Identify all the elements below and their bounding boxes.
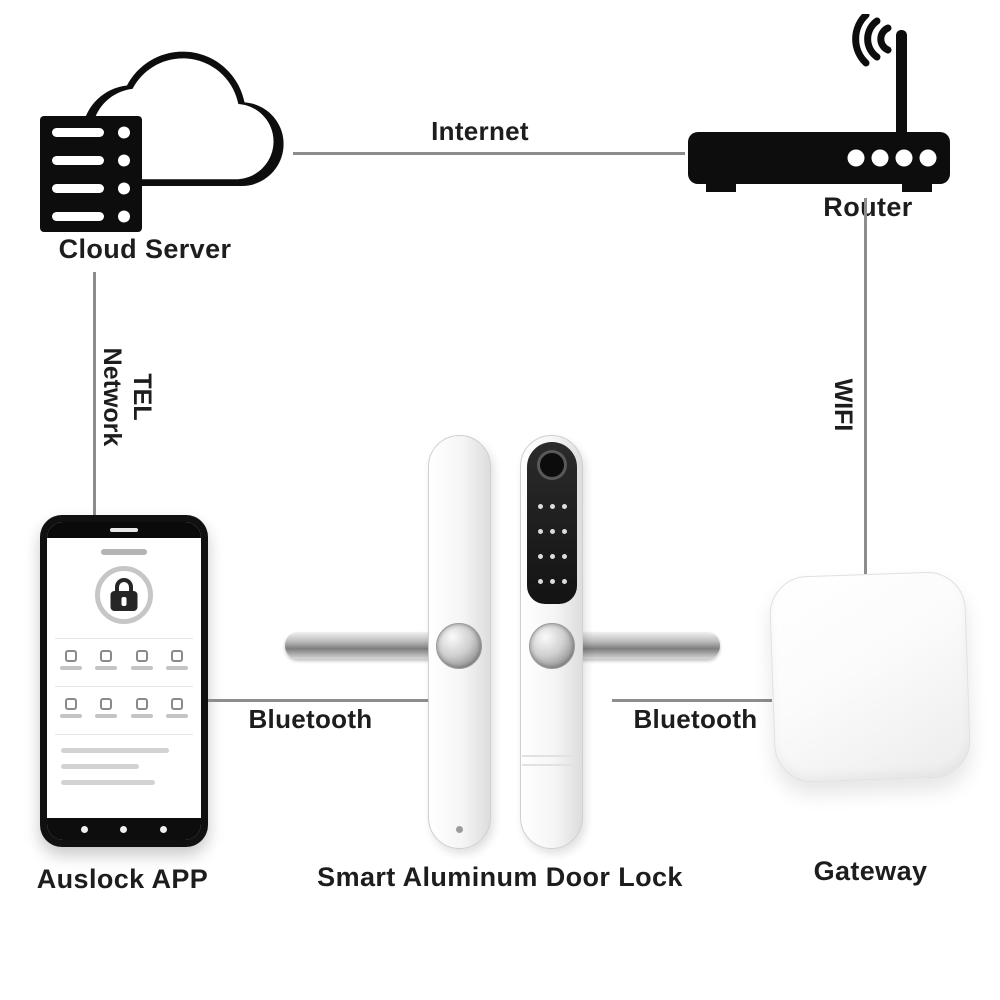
padlock-keyhole — [121, 597, 127, 606]
server-rack-icon — [40, 116, 142, 232]
app-menu-item — [57, 698, 85, 718]
door-lock-node — [280, 430, 720, 855]
router-foot-left — [706, 182, 736, 192]
keypad-dot — [549, 529, 555, 534]
lock-cylinder-left — [436, 623, 482, 669]
app-menu-item — [128, 650, 156, 670]
nav-icon — [81, 825, 89, 833]
keypad-dot — [549, 579, 555, 584]
app-menu-item — [57, 650, 85, 670]
menu-item-caption — [130, 666, 153, 670]
menu-item-caption — [60, 714, 82, 718]
keypad-dot — [561, 504, 567, 509]
router-antenna — [896, 30, 907, 140]
router-label: Router — [823, 192, 913, 222]
phone-status-bar — [47, 522, 201, 538]
app-title-placeholder — [101, 549, 147, 555]
list-row-placeholder — [61, 780, 155, 785]
menu-item-icon — [135, 698, 148, 710]
gateway-device — [768, 570, 972, 784]
menu-item-icon — [100, 698, 113, 710]
tel-network-label: TEL Network — [97, 332, 157, 462]
app-menu-item — [92, 698, 120, 718]
list-row-placeholder — [61, 748, 169, 753]
router-icon — [688, 11, 950, 192]
app-menu-item — [163, 650, 191, 670]
nav-icon — [120, 825, 128, 833]
keypad-dot — [537, 504, 543, 509]
status-time-placeholder — [110, 528, 138, 532]
keypad-dot — [561, 529, 567, 534]
tel-network-label-line1: TEL — [128, 373, 156, 421]
bluetooth-label-app-lock: Bluetooth — [248, 704, 373, 734]
menu-item-icon — [170, 698, 183, 710]
keypad-dot — [537, 529, 543, 534]
menu-item-caption — [60, 666, 82, 670]
bluetooth-line-app-lock — [208, 699, 430, 702]
cloud-server-icon — [40, 51, 284, 232]
internet-label: Internet — [431, 116, 529, 146]
bluetooth-line-lock-gateway — [612, 699, 772, 702]
app-menu-item — [92, 650, 120, 670]
nav-icon — [159, 825, 167, 833]
menu-item-icon — [170, 650, 183, 662]
door-lock-label: Smart Aluminum Door Lock — [317, 862, 683, 892]
phone-screen — [47, 522, 201, 840]
bluetooth-label-lock-gateway: Bluetooth — [633, 704, 758, 734]
app-lock-icon — [95, 566, 153, 624]
padlock-shackle — [115, 578, 133, 593]
gateway-label: Gateway — [813, 856, 928, 886]
screw-hole — [456, 826, 463, 833]
fingerprint-reader-icon — [537, 450, 567, 480]
keypad-dots — [534, 494, 570, 594]
menu-item-caption — [165, 666, 188, 670]
keypad-dot — [561, 579, 567, 584]
router-body — [688, 132, 950, 184]
keypad-dot — [549, 504, 555, 509]
list-row-placeholder — [61, 764, 139, 769]
auslock-app-node — [40, 515, 208, 847]
auslock-app-label: Auslock APP — [36, 864, 209, 894]
menu-item-caption — [95, 666, 118, 670]
router-led-dots — [847, 149, 937, 167]
router-node — [688, 11, 956, 194]
internet-line — [293, 152, 685, 155]
app-menu-row — [57, 650, 191, 670]
plate-seam — [522, 755, 581, 757]
screen-divider — [55, 686, 193, 687]
menu-item-icon — [65, 698, 77, 710]
screen-divider — [55, 638, 193, 639]
app-menu-item — [128, 698, 156, 718]
tel-network-label-line2: Network — [98, 347, 126, 447]
lock-keypad-panel — [527, 442, 577, 604]
menu-item-icon — [65, 650, 77, 662]
wifi-waves-icon — [852, 11, 892, 67]
plate-seam — [522, 764, 581, 766]
wifi-line — [864, 198, 867, 574]
menu-item-caption — [95, 714, 118, 718]
router-foot-right — [902, 182, 932, 192]
keypad-dot — [549, 554, 555, 559]
menu-item-caption — [165, 714, 188, 718]
menu-item-icon — [100, 650, 113, 662]
app-menu-row — [57, 698, 191, 718]
tel-network-line — [93, 272, 96, 515]
keypad-dot — [561, 554, 567, 559]
menu-item-caption — [130, 714, 153, 718]
screen-divider — [55, 734, 193, 735]
keypad-dot — [537, 554, 543, 559]
keypad-dot — [537, 579, 543, 584]
wifi-label: WIFI — [829, 378, 857, 432]
app-menu-item — [163, 698, 191, 718]
phone-nav-bar — [47, 818, 201, 840]
cloud-server-node — [38, 46, 288, 236]
lock-cylinder-right — [529, 623, 575, 669]
menu-item-icon — [135, 650, 148, 662]
cloud-server-label: Cloud Server — [58, 234, 232, 264]
